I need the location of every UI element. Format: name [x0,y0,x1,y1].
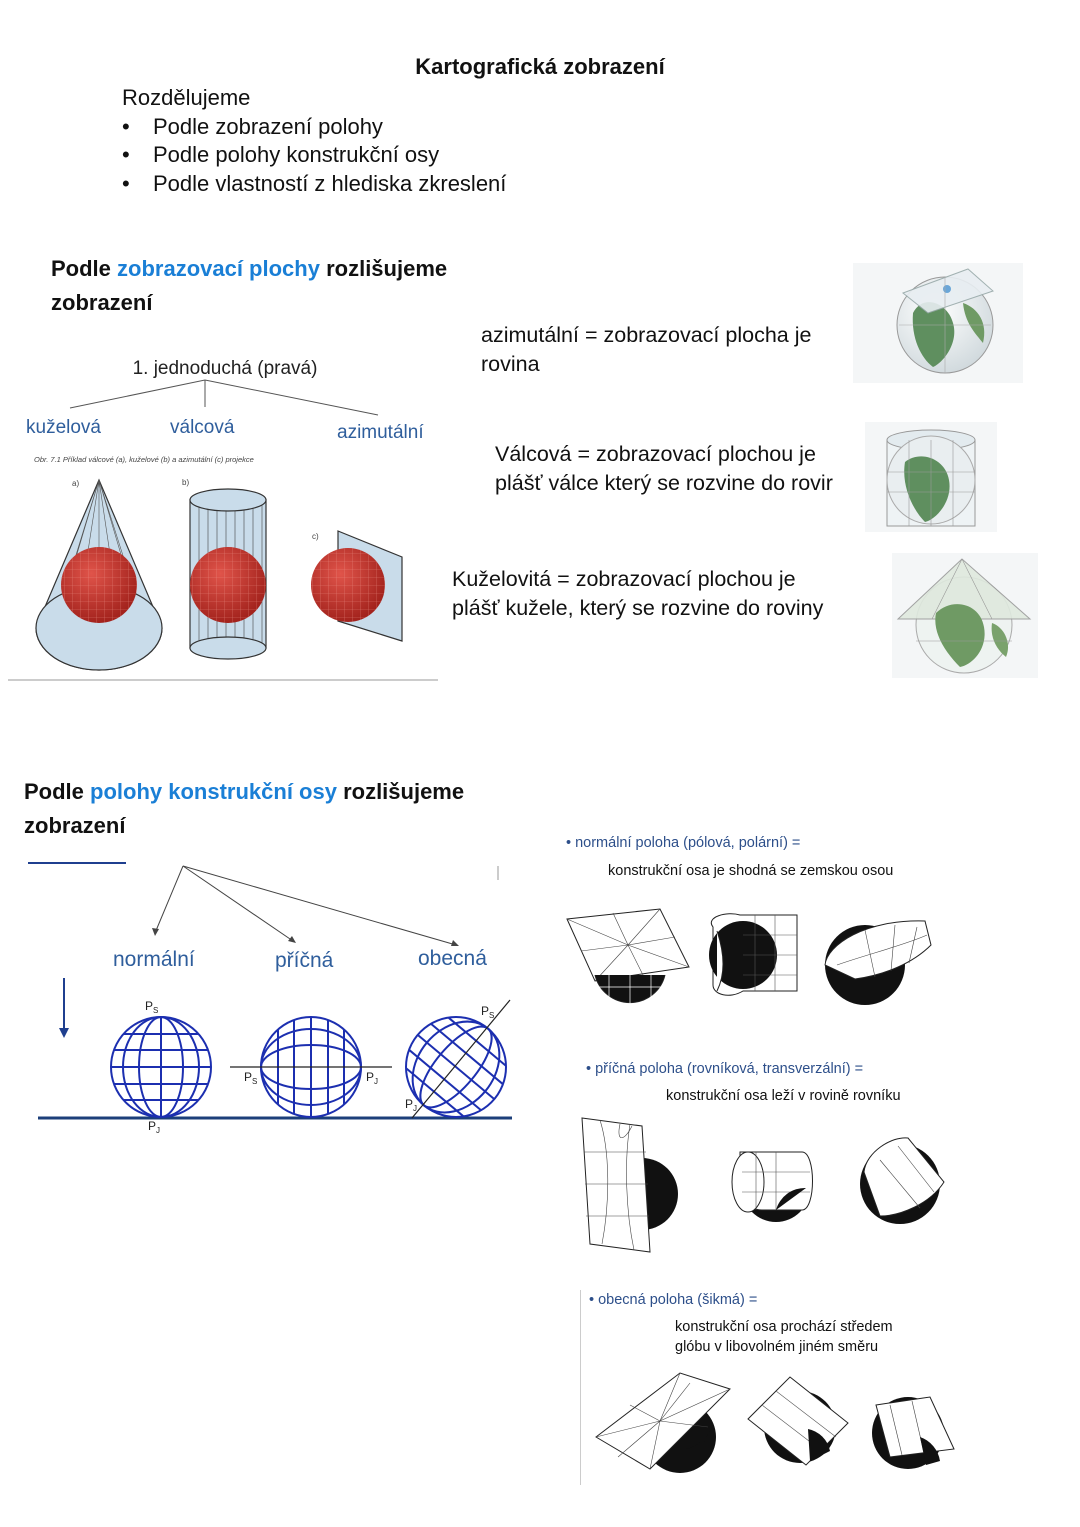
oblique-position-title: • obecná poloha (šikmá) = [589,1292,758,1308]
description-line: azimutální = zobrazovací plocha je [481,323,812,347]
description-line: plášť válce který se rozvine do rovir [495,471,833,495]
cylinder-projection [189,488,267,660]
transverse-position-title: • příčná poloha (rovníková, transverzáln… [586,1061,864,1077]
oblique-position-line: glóbu v libovolném jiném směru [675,1339,879,1355]
branch-label-valcova: válcová [170,417,235,438]
panel-label-b: b) [182,478,189,487]
intro-item-text: Podle polohy konstrukční osy [153,142,440,167]
figure-caption: Obr. 7.1 Příklad válcové (a), kuželové (… [34,455,254,464]
transverse-position-text: konstrukční osa leží v rovině rovníku [666,1088,901,1104]
heading-prefix: Podle [24,779,91,804]
description-azimuthal: azimutální = zobrazovací plocha je rovin… [481,321,811,379]
section2-heading: Podle polohy konstrukční osy rozlišujeme… [24,775,464,843]
branch-line [182,865,294,942]
pole-label-oblique-south: PJ [405,1097,417,1113]
normal-position-title: • normální poloha (pólová, polární) = [566,835,801,851]
oblique-position-illustration [595,1372,955,1473]
branch-label-azimutalni: azimutální [337,422,424,443]
pole-label-south: PJ [148,1119,160,1135]
bullet: • [122,142,130,167]
azimuthal-globe-image [853,263,1023,383]
oblique-axis-line [411,999,511,1119]
panel-label-a: a) [72,479,79,488]
normal-position-illustration [566,908,932,1011]
axis-arrow-head [59,1028,69,1038]
cylindrical-globe-image [865,422,997,532]
heading-suffix: rozlišujeme [319,256,448,281]
axis-position-diagram: normální příčná obecná PS PJ PS PJ [28,862,512,1135]
description-line: Válcová = zobrazovací plochou je [495,442,816,466]
oblique-position-line: konstrukční osa prochází středem [675,1319,893,1335]
description-conical: Kuželovitá = zobrazovací plochou je pláš… [452,565,823,623]
branch-line [182,865,457,946]
description-line: Kuželovitá = zobrazovací plochou je [452,567,796,591]
heading-suffix: rozlišujeme [336,779,465,804]
bullet: • [122,170,130,196]
panel-label-c: c) [312,532,319,541]
intro-item-text: Podle vlastností z hlediska zkreslení [153,170,507,196]
conical-globe-image [892,553,1038,678]
heading-highlight: zobrazovací plochy [117,256,320,281]
heading-prefix: Podle [51,256,118,281]
heading-line2: zobrazení [24,813,126,838]
branch-line [154,865,184,934]
oblique-position-text: konstrukční osa prochází středem glóbu v… [675,1317,893,1357]
branch-line [204,379,379,416]
oblique-axis-globe [405,1016,507,1118]
description-line: rovina [481,352,540,376]
heading-highlight: polohy konstrukční osy [90,779,337,804]
normal-position-text: konstrukční osa je shodná se zemskou oso… [608,863,894,879]
pole-label-west: PS [244,1070,257,1086]
description-line: plášť kužele, který se rozvine do roviny [452,596,824,620]
intro-item: • Podle zobrazení polohy [122,113,506,142]
pole-label-oblique-north: PS [481,1004,494,1020]
bullet: • [122,113,130,139]
intro-item: • Podle polohy konstrukční osy [122,141,506,170]
cone-projection [35,478,163,671]
pole-label-north: PS [145,999,158,1015]
intro-list: Rozdělujeme • Podle zobrazení polohy • Pod… [122,84,506,198]
projection-surfaces-diagram: 1. jednoduchá (pravá) kuželová válcová a… [8,358,438,681]
intro-heading: Rozdělujeme [122,85,251,110]
transverse-position-illustration [581,1117,945,1253]
pole-label-east: PJ [366,1070,378,1086]
intro-item-text: Podle zobrazení polohy [153,113,383,139]
intro-item: • Podle vlastností z hlediska zkreslení [122,170,506,199]
branch-label-obecna: obecná [418,947,487,970]
normal-axis-globe [110,1016,212,1118]
branch-line [69,379,206,409]
branch-label-kuzelova: kuželová [26,417,101,438]
heading-line2: zobrazení [51,290,153,315]
plane-projection [311,530,403,642]
root-label: 1. jednoduchá (pravá) [133,358,318,379]
branch-label-pricna: příčná [275,949,334,972]
section1-heading: Podle zobrazovací plochy rozlišujeme zob… [51,252,447,320]
divider [580,1290,581,1485]
branch-label-normalni: normální [113,948,195,971]
description-cylindrical: Válcová = zobrazovací plochou je plášť v… [495,440,863,498]
page-title: Kartografická zobrazení [415,54,665,79]
